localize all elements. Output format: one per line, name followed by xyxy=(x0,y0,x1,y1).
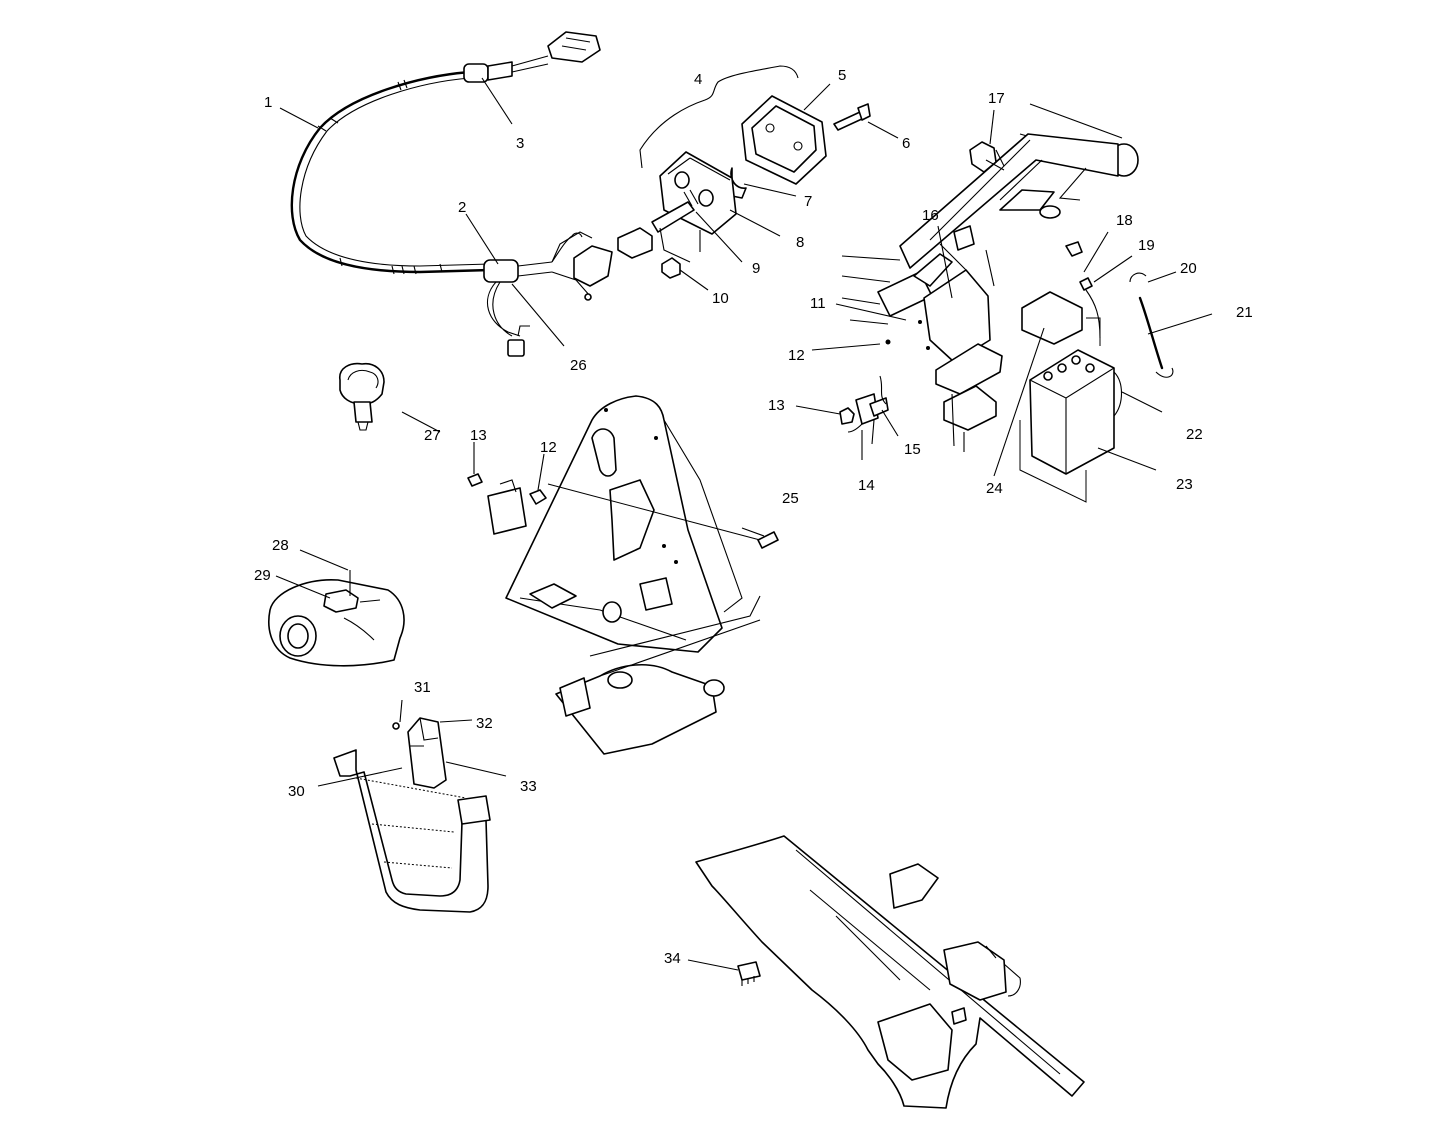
callout-32: 32 xyxy=(476,715,493,732)
callout-27: 27 xyxy=(424,427,441,444)
callout-31: 31 xyxy=(414,679,431,696)
tail-light-assembly xyxy=(617,65,871,279)
callout-17: 17 xyxy=(988,90,1005,107)
callout-8: 8 xyxy=(796,234,804,251)
callout-15: 15 xyxy=(904,441,921,458)
callout-33: 33 xyxy=(520,778,537,795)
clip-part xyxy=(339,362,385,431)
callout-20: 20 xyxy=(1180,260,1197,277)
callout-16: 16 xyxy=(922,207,939,224)
callout-19: 19 xyxy=(1138,237,1155,254)
callout-14: 14 xyxy=(858,477,875,494)
callout-6: 6 xyxy=(902,135,910,152)
callout-21: 21 xyxy=(1236,304,1253,321)
callout-22: 22 xyxy=(1186,426,1203,443)
callout-labels: 1 2 3 4 5 6 7 8 9 10 11 12 12 13 13 14 1… xyxy=(254,67,1253,967)
callout-13-frame: 13 xyxy=(768,397,785,414)
callout-13-coil: 13 xyxy=(470,427,487,444)
callout-25: 25 xyxy=(782,490,799,507)
callout-26: 26 xyxy=(570,357,587,374)
wiring-harness xyxy=(290,31,613,357)
callout-29: 29 xyxy=(254,567,271,584)
center-frame xyxy=(467,395,779,755)
callout-28: 28 xyxy=(272,537,289,554)
rear-frame xyxy=(839,103,1174,503)
callout-7: 7 xyxy=(804,193,812,210)
callout-10: 10 xyxy=(712,290,729,307)
lower-frame xyxy=(695,835,1085,1109)
callout-5: 5 xyxy=(838,67,846,84)
footrest-bracket xyxy=(333,717,491,913)
callout-24: 24 xyxy=(986,480,1003,497)
callout-34: 34 xyxy=(664,950,681,967)
callout-1: 1 xyxy=(264,94,272,111)
callout-23: 23 xyxy=(1176,476,1193,493)
callout-4: 4 xyxy=(694,71,702,88)
callout-18: 18 xyxy=(1116,212,1133,229)
leader-lines xyxy=(275,77,1213,971)
callout-2: 2 xyxy=(458,199,466,216)
callout-11: 11 xyxy=(810,295,826,312)
fuel-tank xyxy=(268,579,405,667)
callout-9: 9 xyxy=(752,260,760,277)
callout-12-coil: 12 xyxy=(540,439,557,456)
callout-30: 30 xyxy=(288,783,305,800)
callout-12-frame: 12 xyxy=(788,347,805,364)
callout-3: 3 xyxy=(516,135,524,152)
